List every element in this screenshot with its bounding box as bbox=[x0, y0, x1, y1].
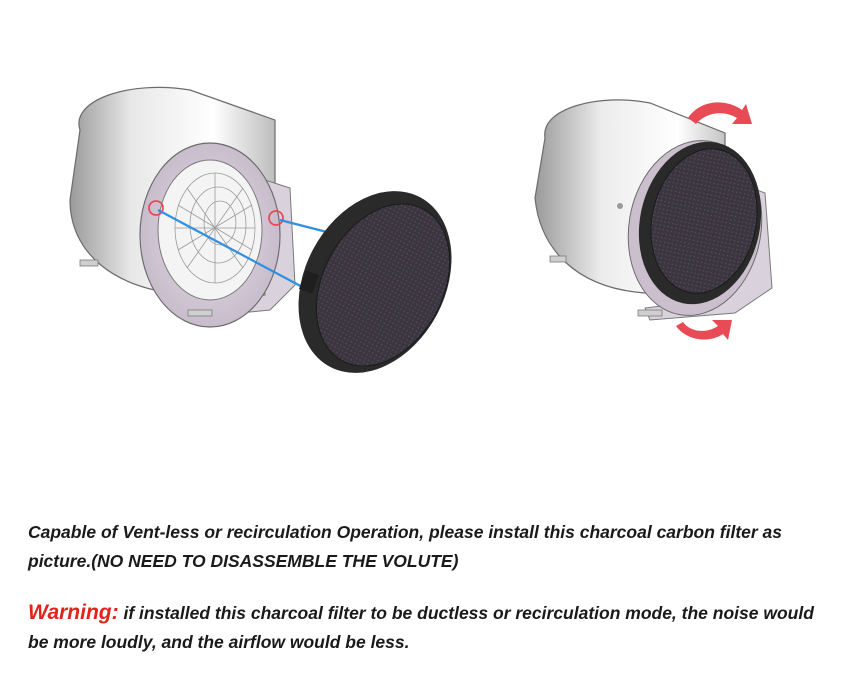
blower-filter-installed-illustration bbox=[534, 99, 773, 340]
mount-point-left-marker bbox=[148, 200, 164, 216]
instruction-text: Capable of Vent-less or recirculation Op… bbox=[28, 522, 783, 571]
blower-filter-install-illustration bbox=[69, 86, 452, 373]
fan-grille bbox=[174, 172, 256, 284]
charcoal-filter-detached bbox=[298, 191, 452, 373]
twist-arrow-top-icon bbox=[688, 102, 752, 124]
warning-label: Warning: bbox=[28, 601, 119, 624]
charcoal-filter-installed bbox=[638, 141, 762, 305]
twist-arrow-bottom-icon bbox=[676, 320, 732, 340]
warning-text: if installed this charcoal filter to be … bbox=[28, 603, 814, 652]
warning-paragraph: Warning: if installed this charcoal filt… bbox=[28, 598, 828, 657]
blower-housing bbox=[69, 86, 296, 328]
mount-point-right-marker bbox=[268, 210, 284, 226]
